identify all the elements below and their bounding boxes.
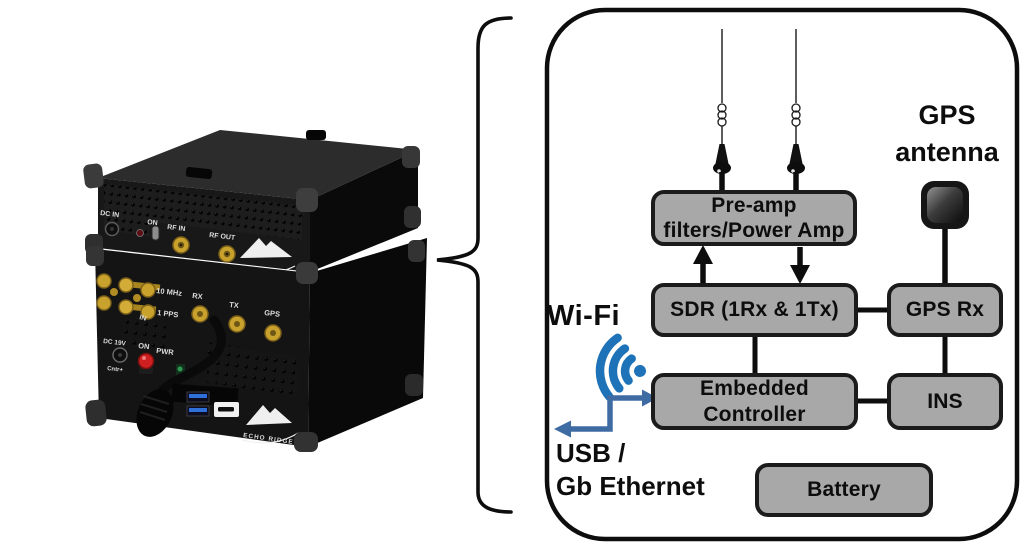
whip-antenna-2-icon <box>787 29 805 192</box>
block-preamp-label: Pre-amp filters/Power Amp <box>663 193 845 242</box>
wifi-icon <box>595 333 646 401</box>
block-embedded-controller-label: Embedded Controller <box>700 377 809 426</box>
block-battery: Battery <box>755 463 933 517</box>
usb-ports-icon <box>186 391 210 417</box>
device-photo: DC IN ON RF IN RF OUT ECHO RID <box>83 130 427 452</box>
photo-top-unit: DC IN ON RF IN RF OUT ECHO RID <box>83 130 421 277</box>
rx-label: RX <box>192 291 203 301</box>
block-battery-label: Battery <box>807 478 881 502</box>
power-button-icon <box>137 352 155 370</box>
in-label: IN <box>138 314 147 323</box>
rf-in-label: RF IN <box>167 224 186 233</box>
gps-antenna-icon <box>921 181 969 287</box>
power-led-icon <box>136 229 144 237</box>
block-preamp: Pre-amp filters/Power Amp <box>651 190 857 246</box>
rf-out-label: RF OUT <box>209 232 236 242</box>
block-gps-rx: GPS Rx <box>887 283 1003 337</box>
gps-sma-icon <box>264 324 282 342</box>
rx-sma-icon <box>191 305 209 323</box>
block-sdr: SDR (1Rx & 1Tx) <box>651 283 858 337</box>
tx-sma-icon <box>228 315 246 333</box>
connector-lines <box>752 307 948 404</box>
block-embedded-controller: Embedded Controller <box>651 373 858 430</box>
block-ins: INS <box>887 373 1003 430</box>
top-on-label: ON <box>147 219 158 227</box>
dc-19v-label: DC 19V <box>103 338 127 348</box>
arrow-down-preamp-to-sdr <box>790 247 810 284</box>
bottom-on-label: ON <box>138 341 150 351</box>
photo-bottom-unit: 10 MHz 1 PPS IN RX TX GPS DC 19V <box>85 238 427 452</box>
rf-out-sma-icon <box>218 245 236 263</box>
one-pps-label: 1 PPS <box>157 308 179 319</box>
gps-antenna-label: GPS antenna <box>895 100 999 168</box>
sd-slot-icon <box>214 402 239 417</box>
block-sdr-label: SDR (1Rx & 1Tx) <box>670 298 839 322</box>
block-ins-label: INS <box>927 389 963 413</box>
block-gps-rx-label: GPS Rx <box>905 298 985 322</box>
ten-mhz-label: 10 MHz <box>156 286 183 298</box>
gps-port-label: GPS <box>264 308 281 319</box>
tx-label: TX <box>229 300 240 310</box>
pwr-label: PWR <box>156 346 175 357</box>
cntr-label: Cntr+ <box>107 366 124 374</box>
usb-ethernet-label: USB / Gb Ethernet <box>556 438 705 502</box>
wifi-label: Wi-Fi <box>547 300 621 332</box>
rf-in-sma-icon <box>172 236 190 254</box>
power-cable-icon <box>136 315 226 437</box>
whip-antenna-1-icon <box>713 29 731 192</box>
vent-grid-icon <box>104 184 302 240</box>
brace <box>436 16 513 514</box>
sma-cluster-icon <box>96 273 161 320</box>
usb-ethernet-arrow <box>554 389 658 438</box>
toggle-switch-icon <box>151 225 160 241</box>
top-dc-in-label: DC IN <box>100 210 120 219</box>
